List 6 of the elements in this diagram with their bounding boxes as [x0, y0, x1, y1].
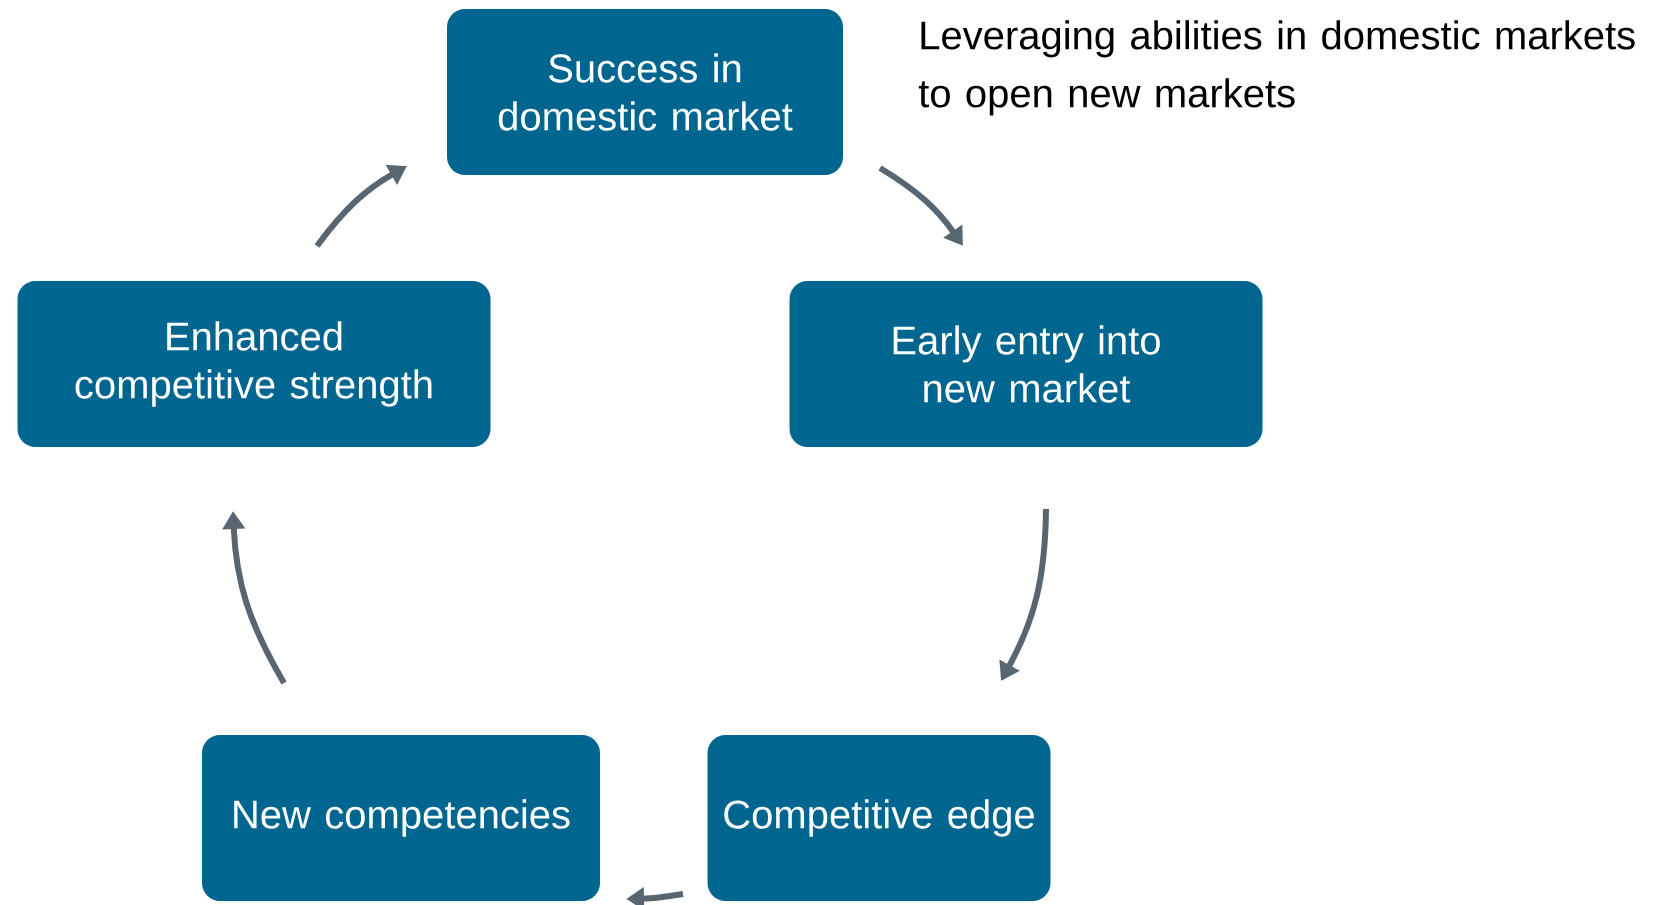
process-box: Early entry into new market [789, 281, 1263, 447]
process-box: Enhanced competitive strength [17, 281, 491, 447]
note-text: Leveraging abilities in domestic markets to open new markets [918, 20, 1635, 116]
process-box: Success in domestic market [447, 9, 843, 175]
process-box: New competencies [202, 735, 600, 901]
process-box: Competitive edge [707, 735, 1051, 901]
